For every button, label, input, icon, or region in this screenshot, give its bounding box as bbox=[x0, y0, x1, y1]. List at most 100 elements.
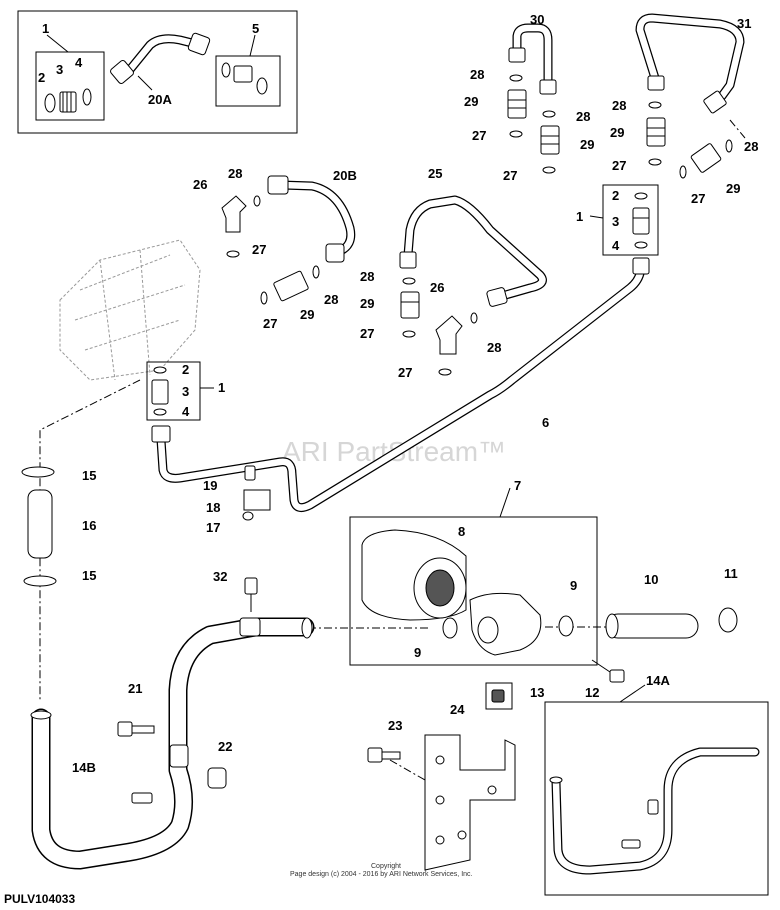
tube-10 bbox=[605, 613, 699, 639]
callout-25: 25 bbox=[428, 166, 442, 181]
leader bbox=[589, 215, 604, 219]
callout-2: 2 bbox=[612, 188, 619, 203]
callout-2: 2 bbox=[38, 70, 45, 85]
hose-clamps-and-sleeve bbox=[21, 466, 57, 587]
callout-1: 1 bbox=[42, 21, 49, 36]
callout-19: 19 bbox=[203, 478, 217, 493]
callout-28: 28 bbox=[360, 269, 374, 284]
inset-fitting-kit: 1 2 3 4 5 20A bbox=[17, 10, 298, 134]
fitting-stack-30b bbox=[540, 110, 560, 174]
callout-6: 6 bbox=[542, 415, 549, 430]
tube-30 bbox=[508, 23, 557, 95]
callout-28: 28 bbox=[576, 109, 590, 124]
callout-4: 4 bbox=[75, 55, 83, 70]
spacer-22 bbox=[207, 767, 227, 789]
callout-28: 28 bbox=[744, 139, 758, 154]
callout-27: 27 bbox=[398, 365, 412, 380]
tube-25 bbox=[399, 195, 547, 307]
callout-11: 11 bbox=[724, 566, 738, 581]
callout-27: 27 bbox=[472, 128, 486, 143]
callout-28: 28 bbox=[487, 340, 501, 355]
fitting-stack-31a bbox=[646, 101, 666, 166]
callout-28: 28 bbox=[324, 292, 338, 307]
bracket-24 bbox=[424, 734, 516, 871]
callout-3: 3 bbox=[182, 384, 189, 399]
fitting-stack-25 bbox=[400, 277, 420, 338]
callout-1: 1 bbox=[218, 380, 225, 395]
callout-18: 18 bbox=[206, 500, 220, 515]
callout-27: 27 bbox=[252, 242, 266, 257]
callout-4: 4 bbox=[182, 404, 190, 419]
callout-14a: 14A bbox=[646, 673, 670, 688]
bolt-12 bbox=[591, 659, 625, 683]
fitting-27-29-28 bbox=[260, 265, 320, 305]
callout-7: 7 bbox=[514, 478, 521, 493]
ring-11 bbox=[718, 607, 738, 633]
callout-14b: 14B bbox=[72, 760, 96, 775]
callout-9: 9 bbox=[570, 578, 577, 593]
callout-24: 24 bbox=[450, 702, 465, 717]
elbow-26-right bbox=[435, 312, 478, 376]
callout-10: 10 bbox=[644, 572, 658, 587]
guide-line bbox=[389, 759, 426, 781]
inset-border bbox=[17, 10, 298, 134]
copyright-line2: Page design (c) 2004 - 2016 by ARI Netwo… bbox=[290, 871, 473, 878]
callout-15: 15 bbox=[82, 568, 96, 583]
tube-20b bbox=[267, 175, 356, 263]
kit-box-1 bbox=[35, 51, 105, 121]
callout-20b: 20B bbox=[333, 168, 357, 183]
callout-29: 29 bbox=[610, 125, 624, 140]
callout-4: 4 bbox=[612, 238, 620, 253]
callout-3: 3 bbox=[612, 214, 619, 229]
kit-box-5 bbox=[215, 55, 281, 107]
copyright-line1: Copyright bbox=[371, 863, 401, 870]
callout-8: 8 bbox=[458, 524, 465, 539]
callout-31: 31 bbox=[737, 16, 751, 31]
callout-29: 29 bbox=[726, 181, 740, 196]
callout-26: 26 bbox=[193, 177, 207, 192]
callout-27: 27 bbox=[691, 191, 705, 206]
hose-14b bbox=[30, 617, 315, 870]
callout-16: 16 bbox=[82, 518, 96, 533]
callout-1: 1 bbox=[576, 209, 583, 224]
leader bbox=[619, 684, 646, 703]
tube-6 bbox=[151, 257, 650, 513]
callout-28: 28 bbox=[228, 166, 242, 181]
guide-line bbox=[39, 379, 141, 700]
fitting-kit-left bbox=[146, 361, 201, 421]
inset-border bbox=[544, 701, 769, 896]
callout-17: 17 bbox=[206, 520, 220, 535]
inset-14a bbox=[544, 701, 769, 896]
filter-assembly bbox=[349, 516, 598, 666]
leader bbox=[46, 34, 69, 53]
clip-bolt-nut bbox=[242, 465, 271, 521]
callout-23: 23 bbox=[388, 718, 402, 733]
callout-29: 29 bbox=[464, 94, 478, 109]
leader bbox=[249, 34, 256, 57]
callout-22: 22 bbox=[218, 739, 232, 754]
leader bbox=[499, 487, 511, 518]
fitting-stack-31b bbox=[679, 119, 746, 179]
callout-3: 3 bbox=[56, 62, 63, 77]
callout-13: 13 bbox=[530, 685, 544, 700]
callout-27: 27 bbox=[263, 316, 277, 331]
tube-31 bbox=[635, 13, 745, 114]
tube-20a bbox=[110, 32, 211, 84]
callout-27: 27 bbox=[612, 158, 626, 173]
callout-20a: 20A bbox=[148, 92, 172, 107]
callout-27: 27 bbox=[360, 326, 374, 341]
callout-29: 29 bbox=[580, 137, 594, 152]
callout-32: 32 bbox=[213, 569, 227, 584]
callout-28: 28 bbox=[612, 98, 626, 113]
callout-29: 29 bbox=[360, 296, 374, 311]
callout-30: 30 bbox=[530, 12, 544, 27]
callout-26: 26 bbox=[430, 280, 444, 295]
leader bbox=[137, 75, 153, 91]
fitting-stack-30a bbox=[507, 74, 527, 138]
callout-15: 15 bbox=[82, 468, 96, 483]
kit-5-parts bbox=[221, 62, 268, 95]
part-13 bbox=[485, 682, 513, 710]
callout-27: 27 bbox=[503, 168, 517, 183]
callout-5: 5 bbox=[252, 21, 259, 36]
bolt-21 bbox=[117, 721, 155, 737]
